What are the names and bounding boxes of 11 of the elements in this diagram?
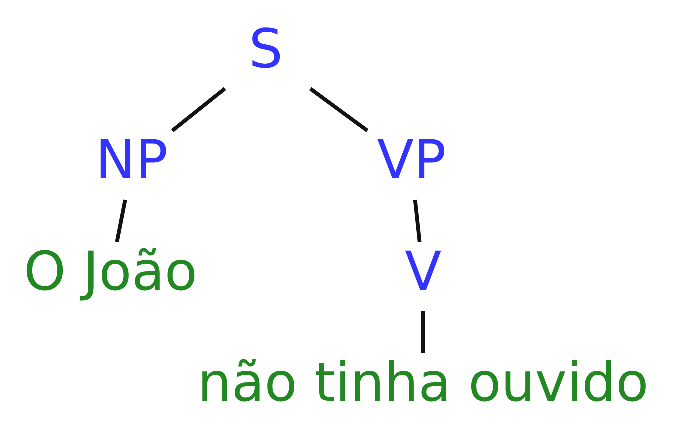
node-text: VP <box>377 128 446 192</box>
node-text: O João <box>24 240 198 303</box>
connector <box>413 200 422 242</box>
connector <box>309 87 369 132</box>
node-text: NP <box>96 128 168 192</box>
connector <box>421 311 426 354</box>
connector <box>115 200 128 242</box>
node-text: V <box>404 240 442 303</box>
node-text: S <box>249 17 284 80</box>
connector <box>171 87 226 132</box>
node-text: não tinha ouvido <box>198 351 649 414</box>
